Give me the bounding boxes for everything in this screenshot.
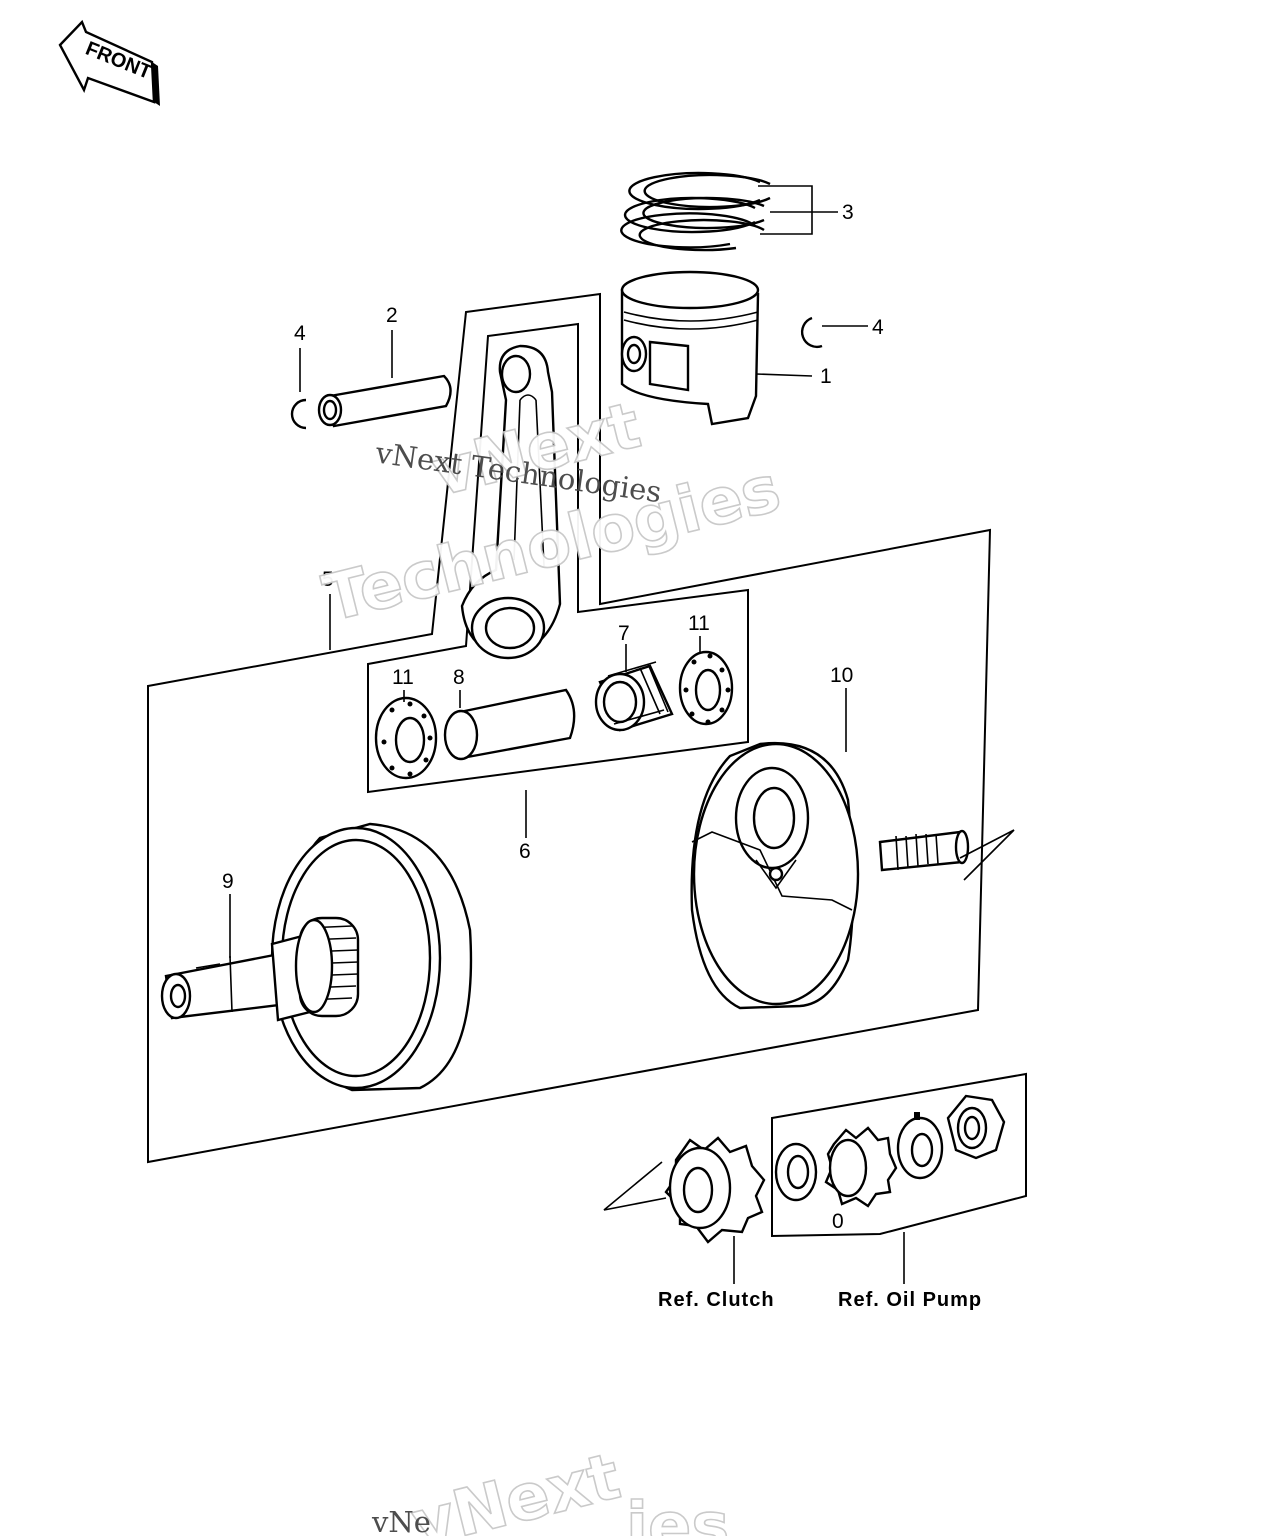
right-crankshaft-half [690,741,970,1010]
oil-pump-group-outline [771,1072,1027,1238]
piston-rings [620,171,771,252]
left-shaft-gear [294,916,360,1018]
ref-clutch-label: Ref. Clutch [658,1289,775,1311]
oil-pump-drive-gear [824,1126,898,1208]
piston-pin [317,374,452,428]
left-crankshaft-half [160,822,473,1092]
oil-pump-key-mark: 0 [832,1210,844,1233]
connecting-rod-assembly-outline [367,322,749,794]
callout-7: 7 [618,622,630,645]
connecting-rod [460,344,562,660]
oil-pump-washer [774,1142,818,1202]
piston [620,270,760,426]
ref-oil-pump-label: Ref. Oil Pump [838,1289,982,1311]
callout-9: 9 [222,870,234,893]
callout-2: 2 [386,304,398,327]
front-arrow-badge: FRONT [58,19,160,106]
thrust-washer-left [374,696,438,780]
callout-10: 10 [830,664,853,687]
callout-8: 8 [453,666,465,689]
callout-4-right: 4 [872,316,884,339]
clutch-reference-gear [664,1136,766,1244]
needle-bearing [594,661,674,732]
crankshaft-assembly-outline [147,292,992,1164]
callout-numbers: 1 2 3 4 4 5 6 7 8 9 10 11 11 [222,201,884,893]
watermark-word-bottom-partial: ies [626,1490,729,1536]
callout-6: 6 [519,840,531,863]
callout-11-right: 11 [688,612,710,635]
watermark-brand-bottom: vNext [405,1440,627,1536]
right-shaft-threaded [878,829,970,872]
crank-pin [443,688,576,761]
oil-pump-lock-washer [896,1112,944,1180]
circlip-left [290,398,307,430]
watermark-line-bottom-partial: vNe [371,1505,431,1536]
callout-4-left: 4 [294,322,306,345]
callout-1: 1 [820,365,832,388]
oil-pump-nut [946,1094,1006,1160]
thrust-washer-right [678,650,734,726]
callout-3: 3 [842,201,854,224]
circlip-right [800,316,823,349]
leader-lines [229,185,1015,1284]
callout-5: 5 [322,568,334,591]
callout-11-left: 11 [392,666,414,689]
